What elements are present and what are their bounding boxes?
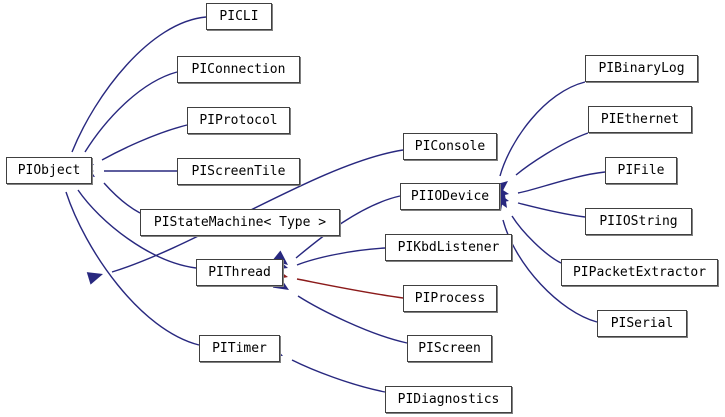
class-node-piiostring[interactable]: PIIOString xyxy=(585,208,692,235)
class-node-label: PIFile xyxy=(617,163,665,178)
edge-line xyxy=(517,171,606,194)
edge-line xyxy=(511,215,562,264)
class-node-label: PIKbdListener xyxy=(397,240,500,255)
class-node-label: PIConsole xyxy=(414,139,486,154)
class-node-piscreen[interactable]: PIScreen xyxy=(407,335,492,362)
class-node-pibinarylog[interactable]: PIBinaryLog xyxy=(585,55,698,82)
class-node-label: PIScreenTile xyxy=(191,164,286,179)
edge-line xyxy=(71,16,207,153)
class-node-label: PIObject xyxy=(17,163,81,178)
class-node-pithread[interactable]: PIThread xyxy=(196,259,283,286)
class-node-label: PIScreen xyxy=(418,341,481,356)
edge-line xyxy=(499,81,586,177)
class-node-piprocess[interactable]: PIProcess xyxy=(403,285,497,312)
class-node-pitimer[interactable]: PITimer xyxy=(199,335,280,362)
class-node-label: PIProcess xyxy=(414,291,486,306)
class-node-label: PIThread xyxy=(208,265,271,280)
edge-line xyxy=(297,295,408,344)
class-node-pipacketextractor[interactable]: PIPacketExtractor xyxy=(561,259,718,286)
edge-line xyxy=(101,124,188,161)
class-node-pidiagnostics[interactable]: PIDiagnostics xyxy=(385,386,512,413)
class-node-piprotocol[interactable]: PIProtocol xyxy=(187,107,290,134)
class-node-label: PICLI xyxy=(219,9,259,24)
class-node-label: PIBinaryLog xyxy=(598,61,685,76)
class-node-label: PITimer xyxy=(212,341,267,356)
class-node-label: PIStateMachine< Type > xyxy=(153,215,327,230)
class-node-piconsole[interactable]: PIConsole xyxy=(403,133,497,160)
edge-line xyxy=(295,195,401,259)
class-node-label: PIPacketExtractor xyxy=(572,265,707,280)
edge-line xyxy=(65,191,200,346)
edge-line xyxy=(296,247,386,266)
class-node-piconnection[interactable]: PIConnection xyxy=(177,56,300,83)
edge-line xyxy=(291,359,386,393)
edge-line xyxy=(103,182,141,214)
edge-line xyxy=(296,278,404,299)
class-node-label: PIIODevice xyxy=(410,189,490,204)
edge-line xyxy=(517,202,586,218)
class-node-pikbdlistener[interactable]: PIKbdListener xyxy=(385,234,512,261)
edge-line xyxy=(515,132,589,176)
class-node-label: PISerial xyxy=(610,316,674,331)
class-node-label: PIDiagnostics xyxy=(397,392,500,407)
class-node-piobject[interactable]: PIObject xyxy=(6,157,92,184)
class-node-piethernet[interactable]: PIEthernet xyxy=(588,106,692,133)
class-node-label: PIEthernet xyxy=(600,112,680,127)
class-node-label: PIIOString xyxy=(599,214,678,229)
class-node-pistatemachine[interactable]: PIStateMachine< Type > xyxy=(140,209,340,236)
class-node-pifile[interactable]: PIFile xyxy=(605,157,677,184)
edge-line xyxy=(111,149,404,273)
class-node-picli[interactable]: PICLI xyxy=(206,3,272,30)
edge-line xyxy=(77,189,197,269)
class-node-label: PIProtocol xyxy=(199,113,278,128)
class-node-label: PIConnection xyxy=(191,62,286,77)
edge-arrowhead-icon xyxy=(86,272,103,285)
class-node-piiodevice[interactable]: PIIODevice xyxy=(400,183,500,210)
edge-line xyxy=(84,71,178,153)
class-node-piserial[interactable]: PISerial xyxy=(597,310,687,337)
class-node-piscreentile[interactable]: PIScreenTile xyxy=(177,158,300,185)
